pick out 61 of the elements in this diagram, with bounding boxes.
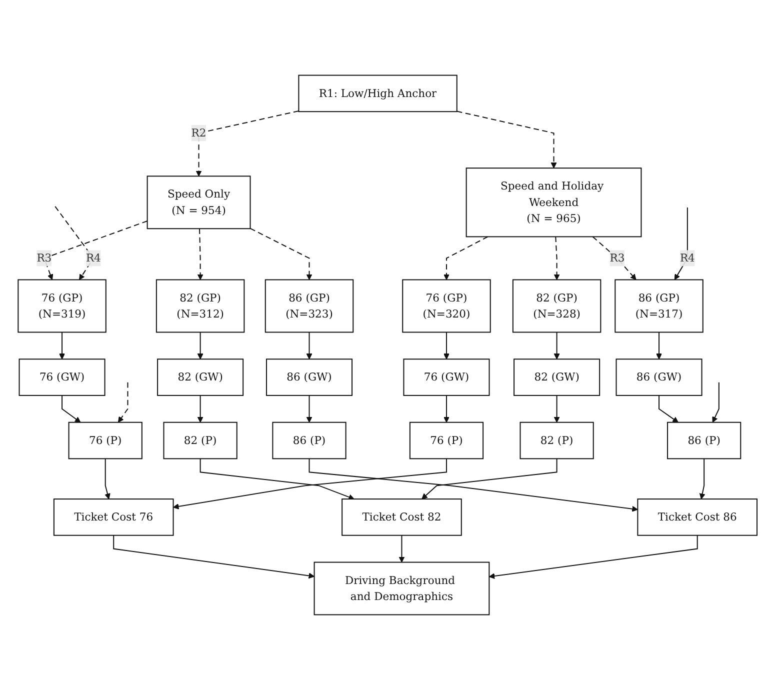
node-box: R1: Low/High Anchor [298,74,458,112]
node-box: Ticket Cost 76 [53,498,174,536]
arrow [422,458,558,500]
node-box: 82 (GP) (N=328) [512,279,602,333]
node-box: 86 (P) [272,422,346,460]
node-box: 82 (GW) [514,358,600,396]
arrow [113,535,315,579]
arrow [658,395,678,423]
node-box: 86 (P) [667,422,742,460]
node-box: Driving Background and Demographics [314,562,490,616]
edge-label: R3 [610,252,625,264]
arrow [554,332,560,360]
arrow [554,395,560,423]
node-box: 76 (GP) (N=319) [18,279,106,333]
arrow [306,395,312,423]
node-box: 76 (GP) (N=320) [402,279,491,333]
edge-label: R2 [191,126,206,140]
arrow [200,458,354,500]
arrow [592,236,636,280]
arrow [308,458,638,512]
edge-label: R4 [680,252,695,264]
arrow [674,207,688,280]
arrow [554,236,560,280]
arrow [398,535,405,563]
node-box: 86 (GW) [616,358,702,396]
edge-label: R3 [36,252,52,264]
arrow [488,535,698,579]
node-box: 82 (P) [520,422,594,460]
node-box: 86 (GW) [266,358,353,396]
arrow [456,110,557,168]
arrow [444,236,488,280]
arrow [59,332,65,360]
arrow [656,332,662,360]
arrow [62,395,81,423]
arrow [712,382,720,423]
node-box: 86 (GP) (N=317) [614,279,704,333]
node-box: 82 (P) [163,422,238,460]
arrow [173,458,447,510]
edge-label: R4 [86,252,101,264]
node-box: 82 (GW) [157,358,244,396]
node-box: 86 (GP) (N=323) [264,279,354,333]
node-box: Ticket Cost 86 [637,498,758,536]
node-box: 82 (GP) (N=312) [156,279,245,333]
arrow [306,332,312,360]
arrow [118,382,128,423]
arrow [444,395,450,423]
node-box: Speed Only (N = 954) [146,176,251,230]
arrow [444,332,450,360]
node-box: 76 (P) [68,422,142,460]
arrow [104,458,110,500]
arrow [699,458,706,500]
arrow [197,228,204,280]
arrow [197,395,204,423]
node-box: 76 (GW) [403,358,490,396]
arrow [197,332,204,360]
node-box: 76 (P) [409,422,484,460]
arrow [196,110,299,176]
node-box: 76 (GW) [18,358,106,396]
node-box: Ticket Cost 82 [342,498,462,536]
arrow [250,228,312,280]
node-box: Speed and Holiday Weekend (N = 965) [466,168,642,238]
